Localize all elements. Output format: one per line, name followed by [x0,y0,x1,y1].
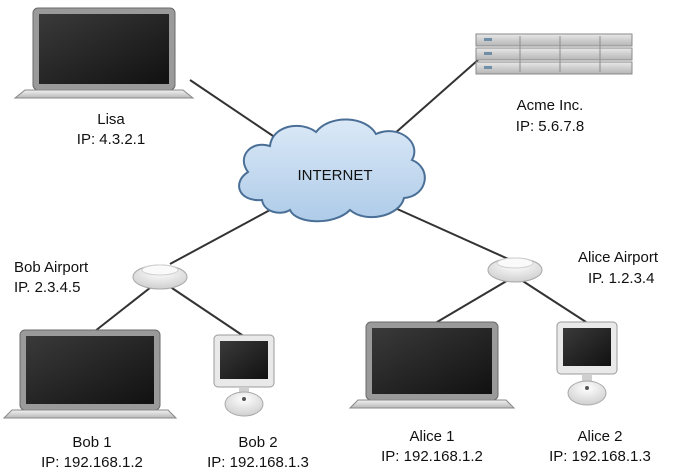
acme-server: Acme Inc. IP: 5.6.7.8 [475,33,633,135]
link-alice-airport-alice1 [431,275,516,326]
alice2-ip: IP: 192.168.1.3 [549,448,651,465]
bob2-desktop: Bob 2 IP: 192.168.1.3 [207,334,309,471]
internet-cloud-icon: INTERNET [238,118,426,223]
connection-lines [89,59,587,338]
alice-airport-name: Alice Airport [578,249,659,266]
lisa-name: Lisa [97,111,125,128]
lisa-ip: IP: 4.3.2.1 [77,131,145,148]
link-internet-alice-airport [394,207,516,263]
bob1-name: Bob 1 [72,434,111,451]
router-icon [132,264,188,290]
laptop-icon [13,7,195,99]
link-bob-airport-bob2 [159,279,246,338]
bob1-ip: IP: 192.168.1.2 [41,454,143,471]
bob1-laptop: Bob 1 IP: 192.168.1.2 [2,329,178,471]
acme-name: Acme Inc. [517,97,584,114]
bob2-ip: IP: 192.168.1.3 [207,454,309,471]
link-alice-airport-alice2 [514,275,587,323]
desktop-monitor-icon [213,334,275,417]
alice1-name: Alice 1 [409,428,454,445]
link-acme-internet [384,59,479,143]
laptop-icon [2,329,178,419]
alice-airport: Alice Airport IP. 1.2.3.4 [487,249,659,287]
desktop-monitor-icon [556,321,618,406]
acme-ip: IP: 5.6.7.8 [516,118,584,135]
alice1-ip: IP: 192.168.1.2 [381,448,483,465]
link-bob-airport-bob1 [89,279,161,336]
internet-cloud-label: INTERNET [298,167,373,184]
bob-airport-ip: IP. 2.3.4.5 [14,279,80,296]
lisa-laptop: Lisa IP: 4.3.2.1 [13,7,195,148]
alice2-name: Alice 2 [577,428,622,445]
bob-airport-name: Bob Airport [14,259,89,276]
alice1-laptop: Alice 1 IP: 192.168.1.2 [348,321,516,465]
bob2-name: Bob 2 [238,434,277,451]
link-lisa-internet [189,79,283,143]
laptop-icon [348,321,516,409]
alice-airport-ip: IP. 1.2.3.4 [588,270,654,287]
alice2-desktop: Alice 2 IP: 192.168.1.3 [549,321,651,465]
router-icon [487,257,543,283]
bob-airport: Bob Airport IP. 2.3.4.5 [14,259,188,296]
server-rack-icon [475,33,633,75]
link-internet-bob-airport [169,209,271,265]
